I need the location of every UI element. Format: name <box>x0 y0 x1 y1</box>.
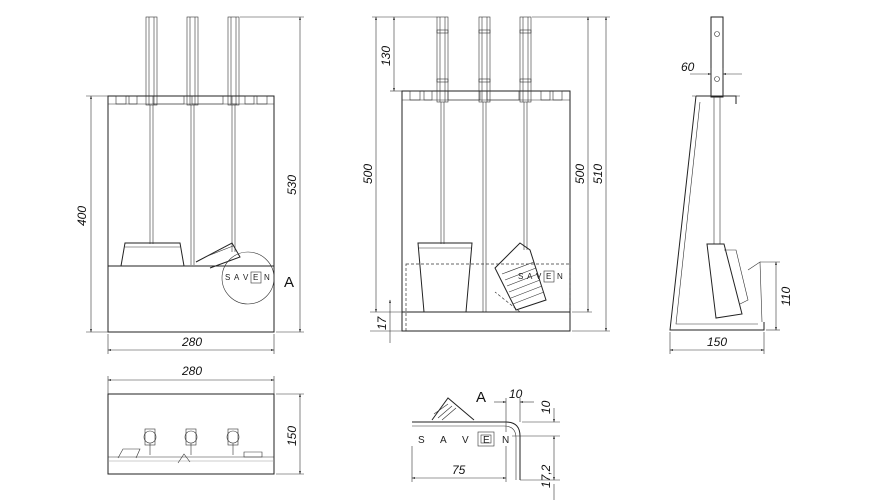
dim-detail-b: 10 <box>539 400 553 414</box>
side-pan <box>706 243 743 319</box>
front-dust-pan <box>120 242 185 267</box>
mid-logo: S A V E N <box>518 270 563 283</box>
side-stand-frame <box>669 95 765 331</box>
svg-text:N: N <box>502 435 509 446</box>
svg-text:A: A <box>440 435 447 446</box>
top-handles <box>117 428 263 464</box>
mid-hooks <box>409 90 563 101</box>
dim-front-total-height: 530 <box>285 175 299 195</box>
svg-text:A: A <box>234 273 240 282</box>
dim-mid-handle: 130 <box>379 46 393 66</box>
mid-brush <box>494 242 547 311</box>
svg-text:E: E <box>253 273 258 282</box>
dim-front-width: 280 <box>181 335 202 349</box>
svg-text:N: N <box>557 272 563 281</box>
middle-view: S A V E N 130 500 17 500 510 <box>361 16 610 343</box>
dim-detail-width: 75 <box>452 463 466 477</box>
side-view: 60 150 110 <box>669 16 793 354</box>
mid-dust-pan <box>417 242 473 313</box>
front-logo: S A V E N <box>225 271 270 284</box>
dim-mid-tool-height: 500 <box>573 164 587 184</box>
svg-text:S: S <box>518 272 523 281</box>
svg-text:E: E <box>546 272 551 281</box>
detail-outline <box>412 421 521 480</box>
detail-logo: S A V E N <box>418 431 509 447</box>
svg-text:V: V <box>536 272 542 281</box>
svg-text:E: E <box>483 435 490 446</box>
dim-front-height: 400 <box>75 206 89 226</box>
detail-marker-front: A <box>284 274 294 291</box>
svg-text:N: N <box>264 273 270 282</box>
dim-mid-total-height: 510 <box>591 164 605 184</box>
svg-text:S: S <box>418 435 425 446</box>
front-tools <box>145 16 240 265</box>
svg-text:S: S <box>225 273 230 282</box>
front-view: S A V E N A 400 530 280 <box>75 16 304 354</box>
dim-side-handle-width: 60 <box>681 60 695 74</box>
detail-marker-detail: A <box>476 389 486 406</box>
dim-mid-inner-height: 500 <box>361 164 375 184</box>
svg-text:A: A <box>527 272 533 281</box>
dim-detail-height: 17,2 <box>539 464 553 488</box>
front-brush <box>195 242 241 269</box>
front-base <box>107 265 275 333</box>
front-hooks <box>115 95 268 105</box>
dim-detail-a: 10 <box>509 387 523 401</box>
top-outline <box>107 393 275 475</box>
dim-top-depth: 150 <box>285 426 299 446</box>
dim-top-width: 280 <box>181 364 202 378</box>
mid-tools <box>436 16 532 312</box>
dim-mid-base: 17 <box>375 315 389 330</box>
top-view: 280 150 <box>107 364 304 475</box>
svg-text:V: V <box>243 273 249 282</box>
detail-a-view: S A V E N A 10 10 75 17,2 <box>411 387 560 500</box>
detail-circle <box>221 251 275 305</box>
dim-side-pan-height: 110 <box>779 287 793 306</box>
dim-side-base: 150 <box>707 335 727 349</box>
svg-text:V: V <box>462 435 469 446</box>
